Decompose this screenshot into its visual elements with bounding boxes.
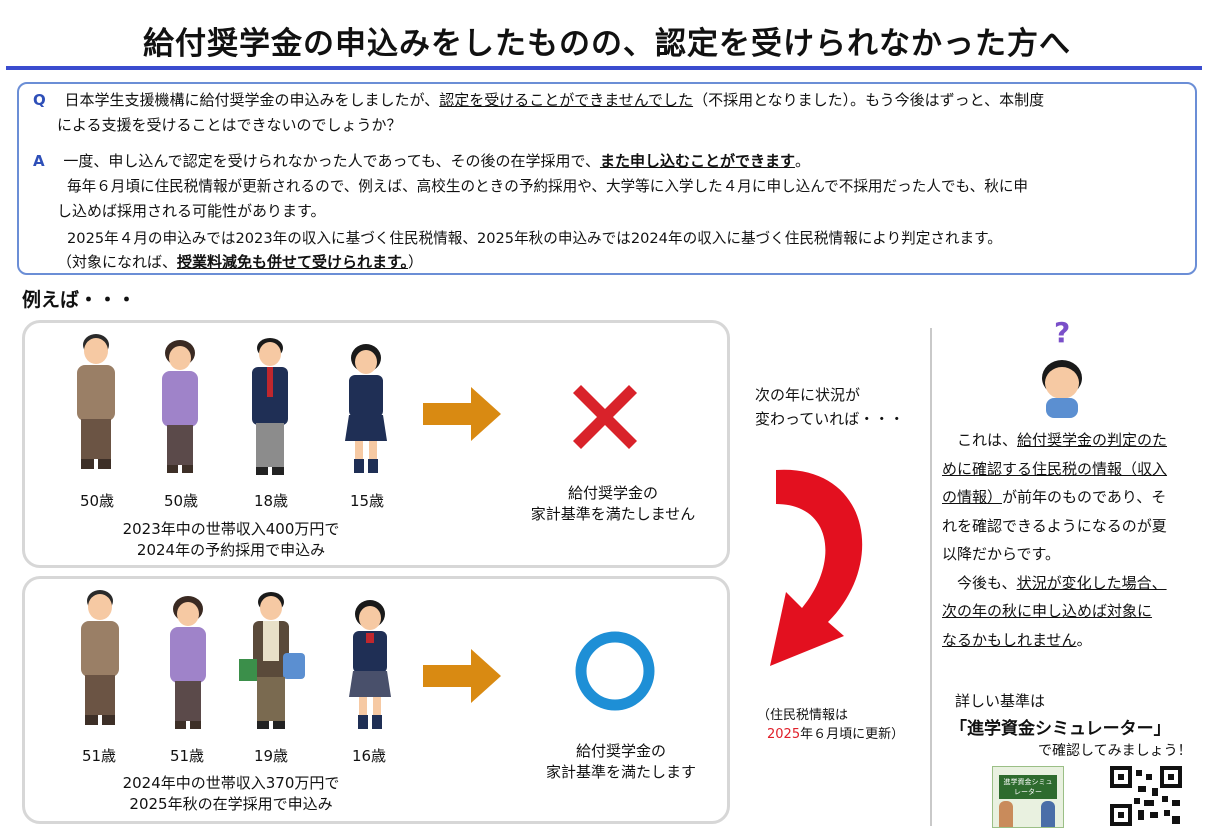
explanation-text: これは、給付奨学金の判定のために確認する住民税の情報（収入の情報）が前年のもので… — [942, 426, 1204, 654]
explanation-emphasis: めに確認する住民税の情報（収入 — [942, 459, 1168, 478]
age-label: 51歳 — [169, 747, 205, 765]
son-illustration — [252, 338, 288, 475]
question-line-1: Q 日本学生支援機構に給付奨学金の申込みをしましたが、認定を受けることができませ… — [33, 89, 1044, 112]
result-text: 給付奨学金の 家計基準を満たしません — [503, 483, 723, 525]
cross-mark-icon — [573, 385, 637, 449]
case-caption-line: 2024年中の世帯収入370万円で — [122, 774, 340, 792]
simulator-thumbnail-title: 進学資金シミュレーター — [999, 775, 1057, 799]
explanation-emphasis: 状況が変化した場合、 — [1016, 573, 1167, 592]
mother-illustration — [162, 340, 198, 473]
explanation-emphasis: 次の年の秋に申し込めば対象に — [942, 602, 1153, 620]
result-line: 家計基準を満たしません — [530, 505, 696, 523]
question-text: 日本学生支援機構に給付奨学金の申込みをしましたが、 — [64, 91, 440, 109]
tax-update-note-tail: 年６月頃に更新） — [800, 727, 905, 742]
curved-arrow-icon — [770, 469, 863, 666]
title-underline — [6, 66, 1202, 70]
answer-note-tail: ） — [408, 253, 424, 271]
age-label: 15歳 — [349, 492, 385, 510]
answer-text: 一度、申し込んで認定を受けられなかった人であっても、その後の在学採用で、 — [63, 152, 600, 170]
age-label: 50歳 — [79, 492, 115, 510]
answer-note-pre: （対象になれば、 — [57, 253, 178, 271]
answer-line-1: A 一度、申し込んで認定を受けられなかった人であっても、その後の在学採用で、また… — [33, 150, 810, 173]
simulator-name[interactable]: 「進学資金シミュレーター」 — [950, 719, 1171, 739]
next-year-line: 変わっていれば・・・ — [755, 410, 905, 428]
explanation-emphasis: の情報） — [942, 488, 1003, 506]
circle-mark-icon — [575, 631, 655, 711]
example-heading: 例えば・・・ — [22, 289, 137, 311]
case-caption: 2023年中の世帯収入400万円で 2024年の予約採用で申込み — [81, 519, 381, 561]
arrow-right-icon — [423, 387, 501, 441]
case-caption: 2024年中の世帯収入370万円で 2025年秋の在学採用で申込み — [81, 773, 381, 815]
qr-code-icon[interactable] — [1110, 766, 1182, 826]
explanation-text-part: これは、 — [957, 431, 1018, 449]
tax-update-note-line: （住民税情報は — [757, 708, 849, 723]
father-illustration — [81, 590, 119, 725]
result-line: 給付奨学金の — [575, 742, 666, 760]
explanation-text-part: 今後も、 — [957, 573, 1017, 592]
explanation-text-part: 。 — [1076, 630, 1092, 649]
father-illustration — [77, 334, 115, 469]
age-label: 50歳 — [163, 492, 199, 510]
thumbnail-person-icon — [1041, 801, 1055, 827]
thinking-person-icon: ? — [1042, 318, 1082, 418]
next-year-text: 次の年に状況が 変わっていれば・・・ — [755, 383, 904, 431]
answer-text-tail: 。 — [794, 152, 810, 170]
tax-update-note: （住民税情報は 2025年６月頃に更新） — [757, 706, 904, 744]
case-caption-line: 2025年秋の在学採用で申込み — [129, 795, 333, 813]
result-line: 給付奨学金の — [567, 484, 658, 502]
next-year-line: 次の年に状況が — [755, 386, 861, 404]
case-box-before: 50歳 50歳 18歳 15歳 2023年中の世帯収入400万円で 2024年の… — [22, 320, 730, 568]
thumbnail-person-icon — [999, 801, 1013, 827]
tax-update-year: 2025 — [767, 727, 801, 742]
result-line: 家計基準を満たします — [545, 763, 696, 781]
svg-text:?: ? — [1054, 318, 1070, 349]
explanation-text-part: 以降だからです。 — [942, 545, 1061, 563]
question-text-tail: （不採用となりました）。もう今後はずっと、本制度 — [693, 91, 1045, 109]
explanation-emphasis: なるかもしれません — [942, 630, 1077, 649]
university-student-illustration — [239, 592, 305, 729]
answer-line-5: （対象になれば、授業料減免も併せて受けられます。） — [57, 251, 423, 274]
simulator-intro: 詳しい基準は — [955, 692, 1046, 710]
answer-emphasis: また申し込むことができます — [599, 152, 795, 170]
age-label: 19歳 — [253, 747, 289, 765]
case-caption-line: 2023年中の世帯収入400万円で — [122, 520, 340, 538]
question-line-2: による支援を受けることはできないのでしょうか？ — [57, 116, 402, 134]
answer-label: A — [33, 152, 45, 170]
daughter-illustration — [349, 600, 391, 729]
answer-line-2: 毎年６月頃に住民税情報が更新されるので、例えば、高校生のときの予約採用や、大学等… — [67, 178, 1029, 195]
case-box-after: 51歳 51歳 19歳 16歳 2024年中の世帯収入370万円で 2025年秋… — [22, 576, 730, 824]
answer-note-emphasis: 授業料減免も併せて受けられます。 — [177, 253, 409, 271]
age-label: 16歳 — [351, 747, 387, 765]
answer-line-3: し込めば採用される可能性があります。 — [57, 202, 326, 220]
explanation-text-part: れを確認できるようになるのが夏 — [942, 516, 1167, 535]
question-emphasis: 認定を受けることができませんでした — [439, 91, 694, 109]
simulator-cta: で確認してみましょう！ — [1038, 743, 1192, 759]
column-divider — [930, 328, 932, 826]
age-label: 18歳 — [253, 492, 289, 510]
explanation-emphasis: 給付奨学金の判定のた — [1017, 431, 1168, 449]
page-title: 給付奨学金の申込みをしたものの、認定を受けられなかった方へ — [143, 26, 1071, 62]
age-label: 51歳 — [81, 747, 117, 765]
daughter-illustration — [345, 344, 387, 473]
case-caption-line: 2024年の予約採用で申込み — [136, 541, 326, 559]
simulator-thumbnail[interactable]: 進学資金シミュレーター — [992, 766, 1064, 828]
arrow-right-icon — [423, 649, 501, 703]
question-label: Q — [33, 91, 46, 109]
mother-illustration — [170, 596, 206, 729]
qa-box: Q 日本学生支援機構に給付奨学金の申込みをしましたが、認定を受けることができませ… — [17, 82, 1197, 275]
result-text: 給付奨学金の 家計基準を満たします — [511, 741, 731, 783]
answer-line-4: 2025年４月の申込みでは2023年の収入に基づく住民税情報、2025年秋の申込… — [67, 230, 1002, 247]
explanation-text-part: が前年のものであり、そ — [1002, 488, 1167, 506]
